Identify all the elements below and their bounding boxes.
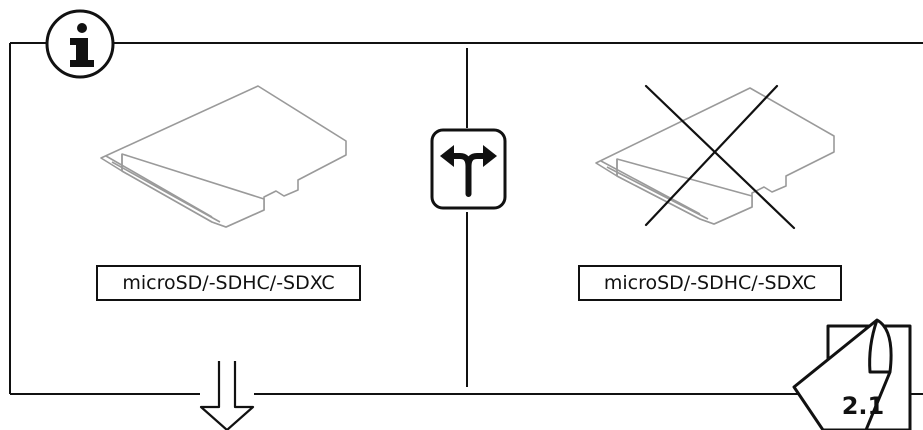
card-type-label-left: microSD/-SDHC/-SDXC [96, 265, 361, 301]
microsd-card-left [100, 85, 347, 228]
info-icon [45, 9, 115, 79]
fork-arrows-icon [430, 128, 507, 210]
microsd-card-right [595, 87, 835, 225]
cross-icon [644, 84, 796, 230]
page-turn-icon [792, 318, 912, 430]
step-number: 2.1 [841, 392, 885, 420]
down-arrow-icon [199, 361, 255, 430]
card-type-label-right: microSD/-SDHC/-SDXC [578, 265, 842, 301]
